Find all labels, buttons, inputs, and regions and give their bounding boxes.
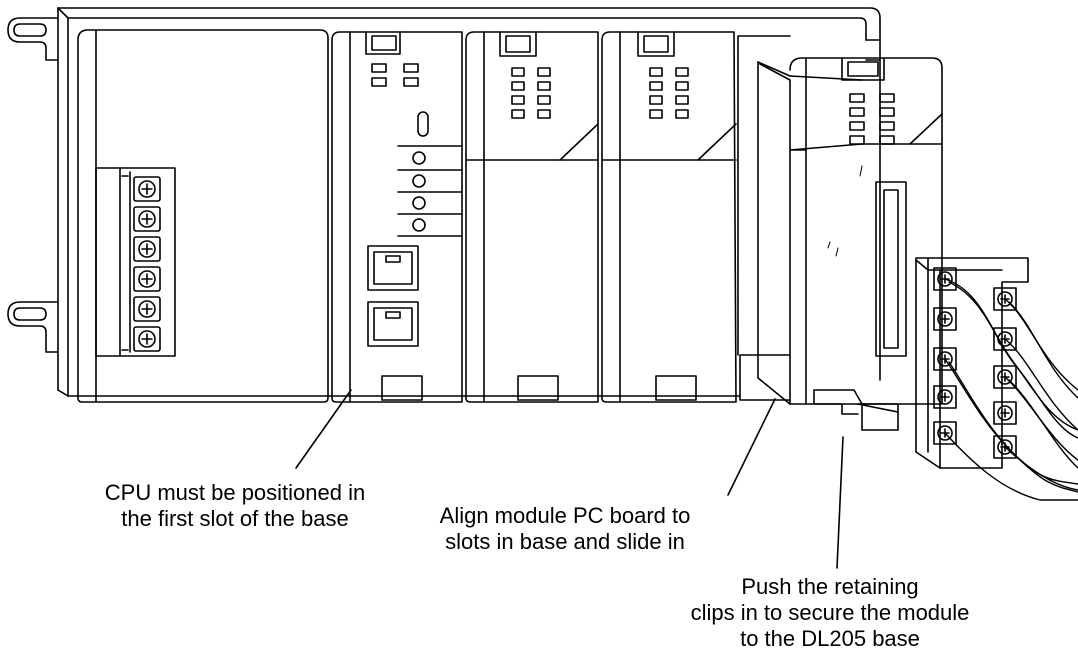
cpu-module bbox=[331, 31, 463, 403]
callout-align-board: Align module PC board to slots in base a… bbox=[395, 503, 735, 555]
power-supply-module bbox=[77, 29, 329, 403]
screw-terminal-icon bbox=[133, 266, 161, 292]
io-module-slot-3 bbox=[601, 31, 737, 403]
callout-line: clips in to secure the module bbox=[690, 600, 970, 625]
leader-align bbox=[727, 398, 776, 496]
io-module-slot-2 bbox=[465, 31, 599, 403]
screw-terminal-icon bbox=[133, 236, 161, 262]
led-indicator-icon bbox=[371, 63, 387, 73]
field-wires bbox=[944, 278, 1078, 501]
led-indicator-icon bbox=[371, 77, 387, 87]
callout-line: Push the retaining bbox=[741, 574, 919, 599]
screw-terminal-icon bbox=[993, 401, 1017, 425]
rj-connector-icon bbox=[367, 301, 419, 347]
led-indicator-icon bbox=[403, 63, 419, 73]
callout-push-clips: Push the retaining clips in to secure th… bbox=[600, 574, 1060, 652]
mode-switch bbox=[417, 111, 429, 137]
rj-connector-icon bbox=[367, 245, 419, 291]
io-terminal-block bbox=[915, 257, 1029, 469]
led-indicator-icon bbox=[403, 77, 419, 87]
screw-terminal-icon bbox=[933, 421, 957, 445]
retaining-clip bbox=[813, 389, 899, 431]
base-backplate bbox=[7, 7, 881, 401]
mounting-tab-bottom bbox=[7, 301, 59, 353]
cpu-indicator-rows bbox=[397, 145, 463, 237]
mounting-tab-top bbox=[7, 17, 59, 61]
callout-line: the first slot of the base bbox=[121, 506, 349, 531]
empty-slot bbox=[737, 35, 863, 356]
screw-terminal-icon bbox=[933, 267, 957, 291]
callout-line: Align module PC board to bbox=[439, 503, 691, 528]
screw-terminal-icon bbox=[133, 326, 161, 352]
power-terminal-block bbox=[133, 176, 161, 352]
screw-terminal-icon bbox=[993, 365, 1017, 389]
screw-terminal-icon bbox=[933, 307, 957, 331]
leader-push bbox=[836, 436, 844, 569]
inserting-module bbox=[757, 57, 1078, 501]
screw-terminal-icon bbox=[933, 385, 957, 409]
callout-line: CPU must be positioned in bbox=[104, 480, 366, 505]
screw-terminal-icon bbox=[133, 176, 161, 202]
leader-cpu bbox=[295, 389, 352, 469]
callout-cpu-position: CPU must be positioned in the first slot… bbox=[60, 480, 410, 532]
callout-line: to the DL205 base bbox=[740, 626, 920, 651]
callout-line: slots in base and slide in bbox=[445, 529, 685, 554]
screw-terminal-icon bbox=[133, 296, 161, 322]
screw-terminal-icon bbox=[133, 206, 161, 232]
leader-lines bbox=[295, 389, 844, 569]
